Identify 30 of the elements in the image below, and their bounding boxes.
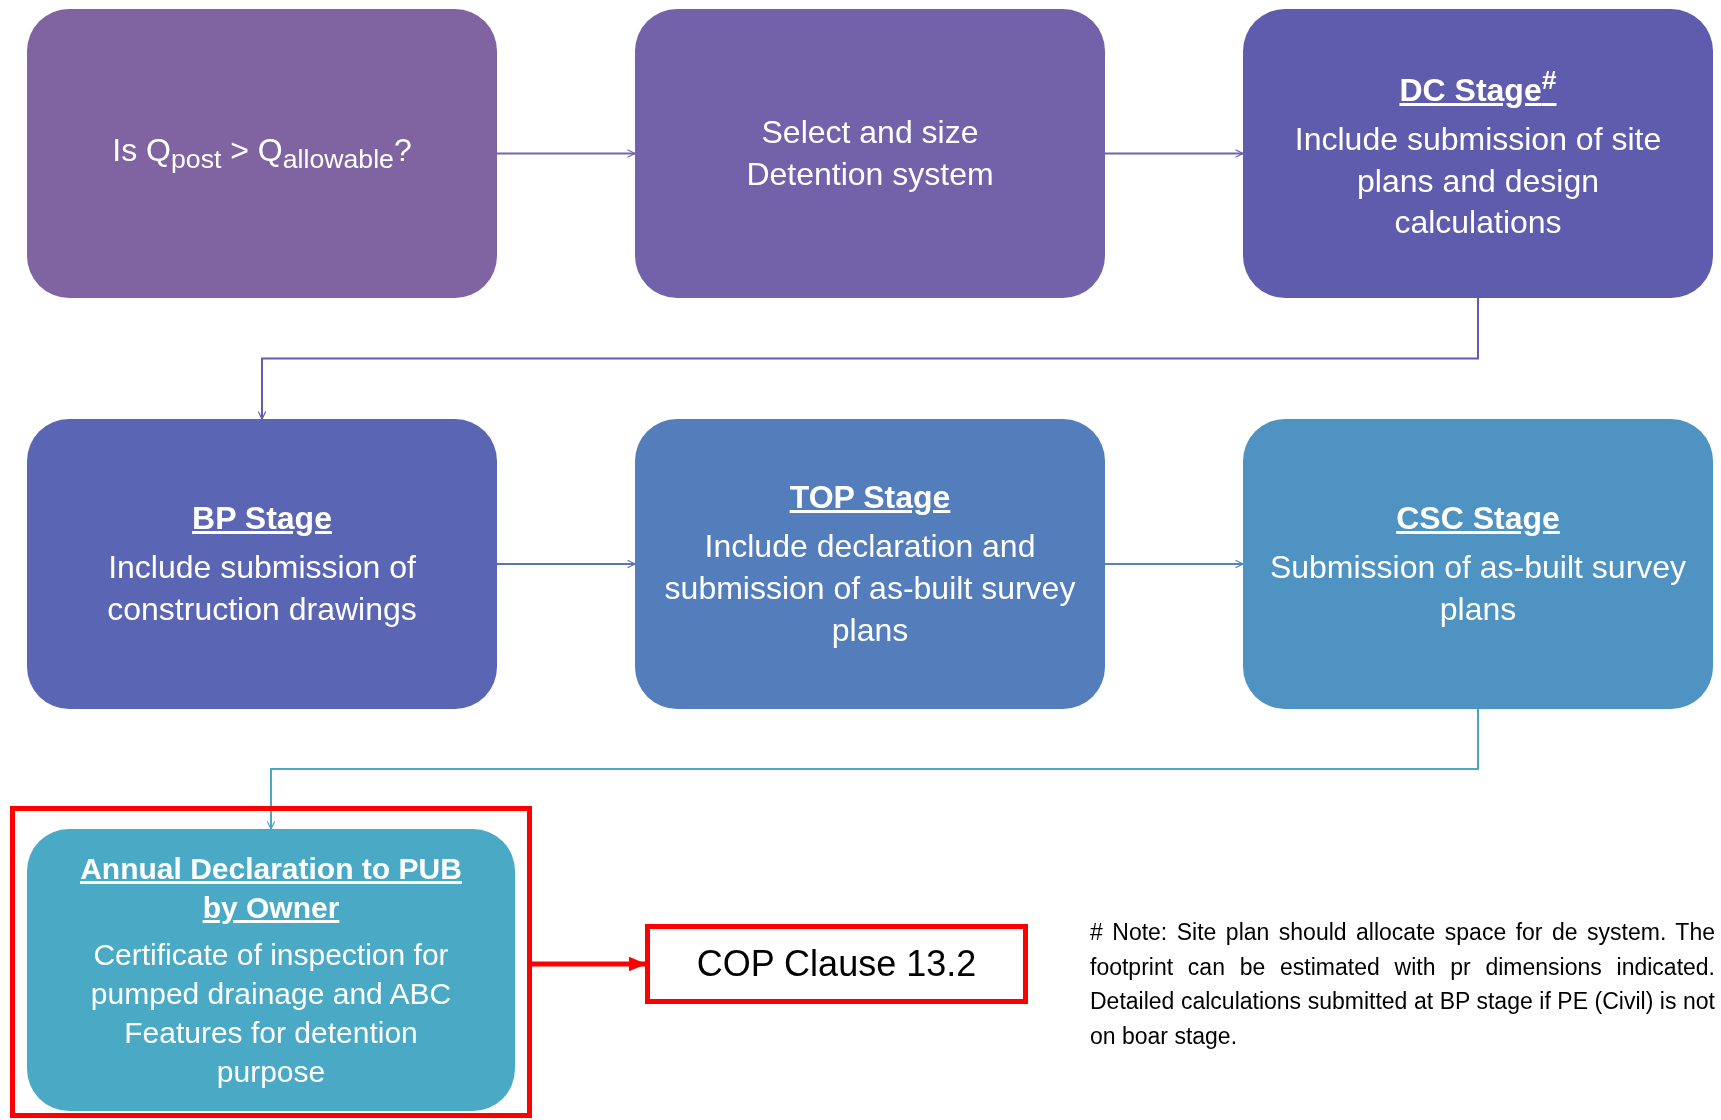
process-box xyxy=(1243,419,1713,709)
note-text: # Note: Site plan should allocate space for de system. The footprint can be estimated with pr dimensions indicated. Detailed calculations submitted at BP stage if PE (Civil) is not on boar stage. xyxy=(1090,918,1715,1051)
arrow xyxy=(1104,149,1244,158)
stage-heading: DC Stage$^{#}$ xyxy=(1399,64,1557,110)
box-text: Include submission of site plans and design calculations xyxy=(1293,120,1663,243)
stage-heading: Annual Declaration to PUB by Owner xyxy=(79,851,463,926)
box-text: Submission of as-built survey plans xyxy=(1268,548,1688,629)
stage-heading: TOP Stage xyxy=(789,477,951,517)
box-text: Select and size Detention system xyxy=(745,112,995,194)
box-text: Certificate of inspection for pumped drainage and ABC Features for detention purpose xyxy=(89,937,453,1090)
box-text: Include submission of construction drawings xyxy=(106,548,418,629)
arrow xyxy=(266,708,1479,830)
box-text: Is Q$_{post}$ > Q$_{allowable}$? xyxy=(112,130,412,177)
process-box xyxy=(27,9,497,298)
arrow xyxy=(1104,559,1244,569)
box-text: COP Clause 13.2 xyxy=(696,941,977,986)
arrow xyxy=(496,149,636,158)
process-box xyxy=(1243,9,1713,298)
stage-heading: BP Stage xyxy=(192,498,332,538)
reference-box xyxy=(645,924,1028,1004)
arrow xyxy=(257,297,1479,420)
process-box xyxy=(27,829,515,1111)
process-box xyxy=(27,419,497,709)
box-text: Include declaration and submission of as-built survey plans xyxy=(663,527,1077,650)
process-box xyxy=(635,419,1105,709)
stage-heading: CSC Stage xyxy=(1396,498,1560,538)
arrow xyxy=(496,559,636,569)
process-box xyxy=(635,9,1105,298)
highlight-frame xyxy=(10,806,532,1118)
arrow xyxy=(532,956,647,972)
